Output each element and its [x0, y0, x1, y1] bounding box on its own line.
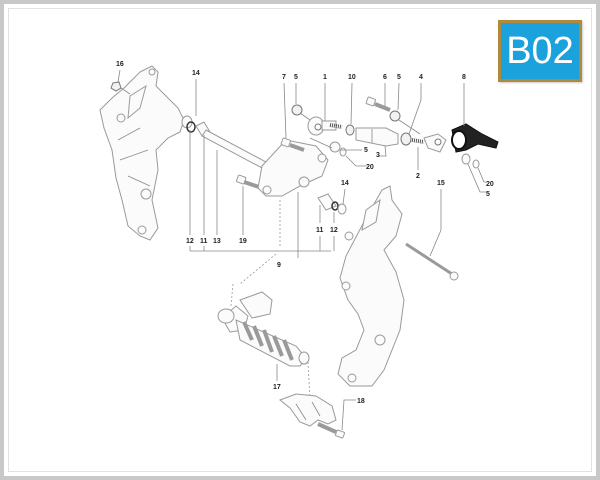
- part-18-guard-and-bolt: [279, 393, 356, 439]
- callout-labels: 16 14 7 5 1 10 6 5 4 8 5 20 3 2 20 5 15 …: [116, 61, 494, 405]
- callout-20-a: 20: [366, 164, 374, 171]
- callout-3: 3: [376, 152, 380, 159]
- part-8-lever: [451, 83, 499, 193]
- callout-14-right: 14: [341, 180, 349, 187]
- callout-5-d: 5: [486, 191, 490, 198]
- callout-1: 1: [323, 74, 327, 81]
- callout-5-b: 5: [397, 74, 401, 81]
- callout-5-a: 5: [294, 74, 298, 81]
- callout-5-c: 5: [364, 147, 368, 154]
- left-frame-bracket: [99, 65, 185, 241]
- callout-12-right: 12: [330, 227, 338, 234]
- callout-20-b: 20: [486, 181, 494, 188]
- callout-10: 10: [348, 74, 356, 81]
- part-14-bushing-right: [317, 188, 347, 215]
- left-callout-leaders: [189, 130, 335, 252]
- part-14-bushing-left: [181, 79, 267, 169]
- callout-19: 19: [239, 238, 247, 245]
- callout-15: 15: [437, 180, 445, 187]
- callout-8: 8: [462, 74, 466, 81]
- callout-12-left: 12: [186, 238, 194, 245]
- section-code-badge: B02: [498, 20, 582, 82]
- part-6-bolt: [365, 82, 421, 135]
- callout-16: 16: [116, 61, 124, 68]
- callout-4: 4: [419, 74, 423, 81]
- callout-9: 9: [277, 262, 281, 269]
- callout-14-left: 14: [192, 70, 200, 77]
- callout-11-left: 11: [200, 238, 208, 245]
- callout-6: 6: [383, 74, 387, 81]
- callout-13: 13: [213, 238, 221, 245]
- callout-11-right: 11: [316, 227, 324, 234]
- part-9-link-plate: [239, 139, 329, 285]
- callout-2: 2: [416, 173, 420, 180]
- frame-inner-border: [8, 8, 592, 472]
- part-7-bolt: [280, 82, 305, 152]
- callout-18: 18: [357, 398, 365, 405]
- part-15-right-bracket: [337, 185, 459, 387]
- part-17-shock-absorber: [217, 283, 311, 401]
- callout-7: 7: [282, 74, 286, 81]
- part-16-nut: [110, 69, 131, 95]
- callout-17: 17: [273, 384, 281, 391]
